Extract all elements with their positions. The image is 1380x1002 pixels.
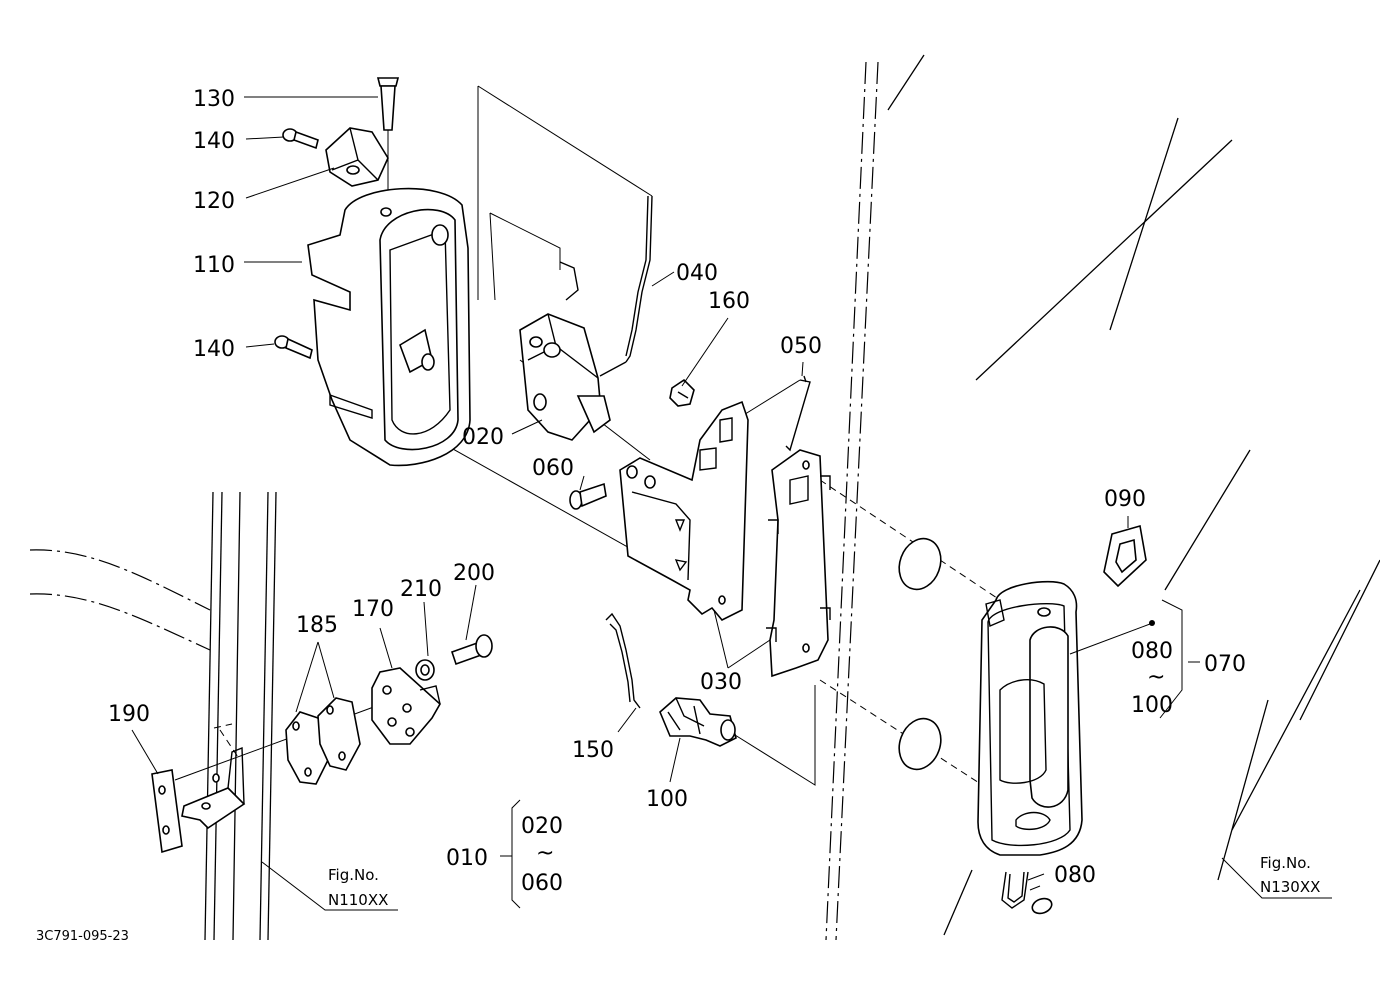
- bolt-200: [450, 634, 493, 666]
- label-050: 050: [780, 334, 822, 359]
- gasket-090: [1103, 524, 1147, 588]
- label-190: 190: [108, 702, 150, 727]
- label-120: 120: [193, 189, 235, 214]
- label-170: 170: [352, 597, 394, 622]
- plate-030: [619, 400, 749, 621]
- label-020-range: 020: [521, 814, 563, 839]
- handle-070: [977, 580, 1083, 856]
- label-080: 080: [1054, 863, 1096, 888]
- bolt-130: [376, 77, 400, 200]
- label-150: 150: [572, 738, 614, 763]
- label-130: 130: [193, 87, 235, 112]
- pillar-bracket: [181, 723, 246, 830]
- label-110: 110: [193, 253, 235, 278]
- label-060-range: 060: [521, 871, 563, 896]
- rod-040: [599, 195, 653, 377]
- plate-190: [151, 769, 183, 854]
- label-100: 100: [646, 787, 688, 812]
- cab-frame-lines: [29, 54, 1380, 941]
- lock-020: [519, 261, 611, 441]
- knob-120: [325, 127, 389, 187]
- bracket-170: [371, 667, 442, 745]
- label-140-lower: 140: [193, 337, 235, 362]
- drawing-code: 3C791-095-23: [36, 929, 129, 944]
- label-060: 060: [532, 456, 574, 481]
- screw-140-top: [282, 128, 319, 150]
- washer-185-back: [317, 697, 361, 771]
- clip-080: [1001, 871, 1053, 915]
- screw-060: [569, 482, 607, 510]
- label-090: 090: [1104, 487, 1146, 512]
- bolt-160: [669, 378, 695, 407]
- figure-references: Fig.No. N110XX Fig.No. N130XX: [328, 854, 1320, 909]
- nut-210: [415, 659, 435, 681]
- label-080-range: 080: [1131, 639, 1173, 664]
- range-tilde-left: ~: [536, 841, 554, 866]
- label-185: 185: [296, 613, 338, 638]
- label-100-range: 100: [1131, 693, 1173, 718]
- spring-050: [785, 375, 811, 452]
- rod-150: [605, 612, 641, 709]
- label-leaders: [131, 96, 1200, 909]
- label-030: 030: [700, 670, 742, 695]
- fig-ref-left-code: N110XX: [328, 891, 388, 909]
- label-140-top: 140: [193, 129, 235, 154]
- plate-030-back: [766, 449, 831, 678]
- label-200: 200: [453, 561, 495, 586]
- fig-ref-left-caption: Fig.No.: [328, 866, 379, 884]
- washer-185-front: [285, 711, 329, 785]
- part-number-labels: 130 140 120 110 140 040 160 050 020 060 …: [108, 87, 1246, 896]
- cover-110: [307, 187, 471, 467]
- fig-ref-right-caption: Fig.No.: [1260, 854, 1311, 872]
- door-holes: [898, 537, 942, 771]
- range-tilde-right: ~: [1147, 665, 1165, 690]
- label-040: 040: [676, 261, 718, 286]
- label-160: 160: [708, 289, 750, 314]
- label-070: 070: [1204, 652, 1246, 677]
- label-010: 010: [446, 846, 488, 871]
- label-020: 020: [462, 425, 504, 450]
- screw-140-lower: [274, 335, 313, 360]
- assembly-lines: [174, 85, 1001, 791]
- label-210: 210: [400, 577, 442, 602]
- fig-ref-right-code: N130XX: [1260, 878, 1320, 896]
- cylinder-100: [659, 697, 737, 747]
